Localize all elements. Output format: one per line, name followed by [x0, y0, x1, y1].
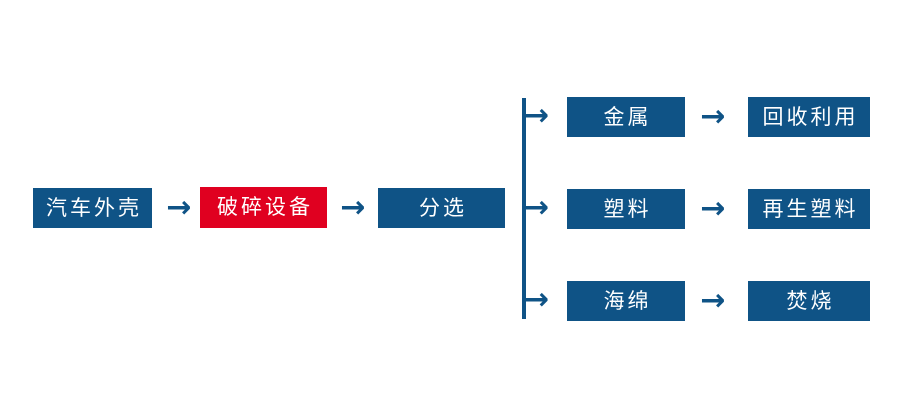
node-plastic[interactable]: 塑料	[567, 189, 685, 229]
arrow-right-icon-plastic-to-regenerated: →	[700, 191, 726, 226]
node-recycle-reuse[interactable]: 回收利用	[748, 97, 870, 137]
arrow-right-icon-sponge-to-incineration: →	[700, 283, 726, 318]
node-car-shell[interactable]: 汽车外壳	[33, 188, 152, 228]
node-regenerated-plastic[interactable]: 再生塑料	[748, 189, 870, 229]
node-sorting[interactable]: 分选	[378, 188, 505, 228]
node-sponge[interactable]: 海绵	[567, 281, 685, 321]
arrow-right-icon-bus-to-sponge: →	[524, 282, 550, 317]
branch-bus-line	[522, 98, 526, 319]
node-incineration[interactable]: 焚烧	[748, 281, 870, 321]
arrow-right-icon-bus-to-plastic: →	[524, 190, 550, 225]
arrow-right-icon-shredder-to-sorting: →	[340, 190, 366, 225]
arrow-right-icon-input-to-shredder: →	[166, 190, 192, 225]
arrow-right-icon-metal-to-recycle: →	[700, 99, 726, 134]
arrow-right-icon-bus-to-metal: →	[524, 98, 550, 133]
node-shredder-equipment[interactable]: 破碎设备	[200, 187, 327, 228]
node-metal[interactable]: 金属	[567, 97, 685, 137]
